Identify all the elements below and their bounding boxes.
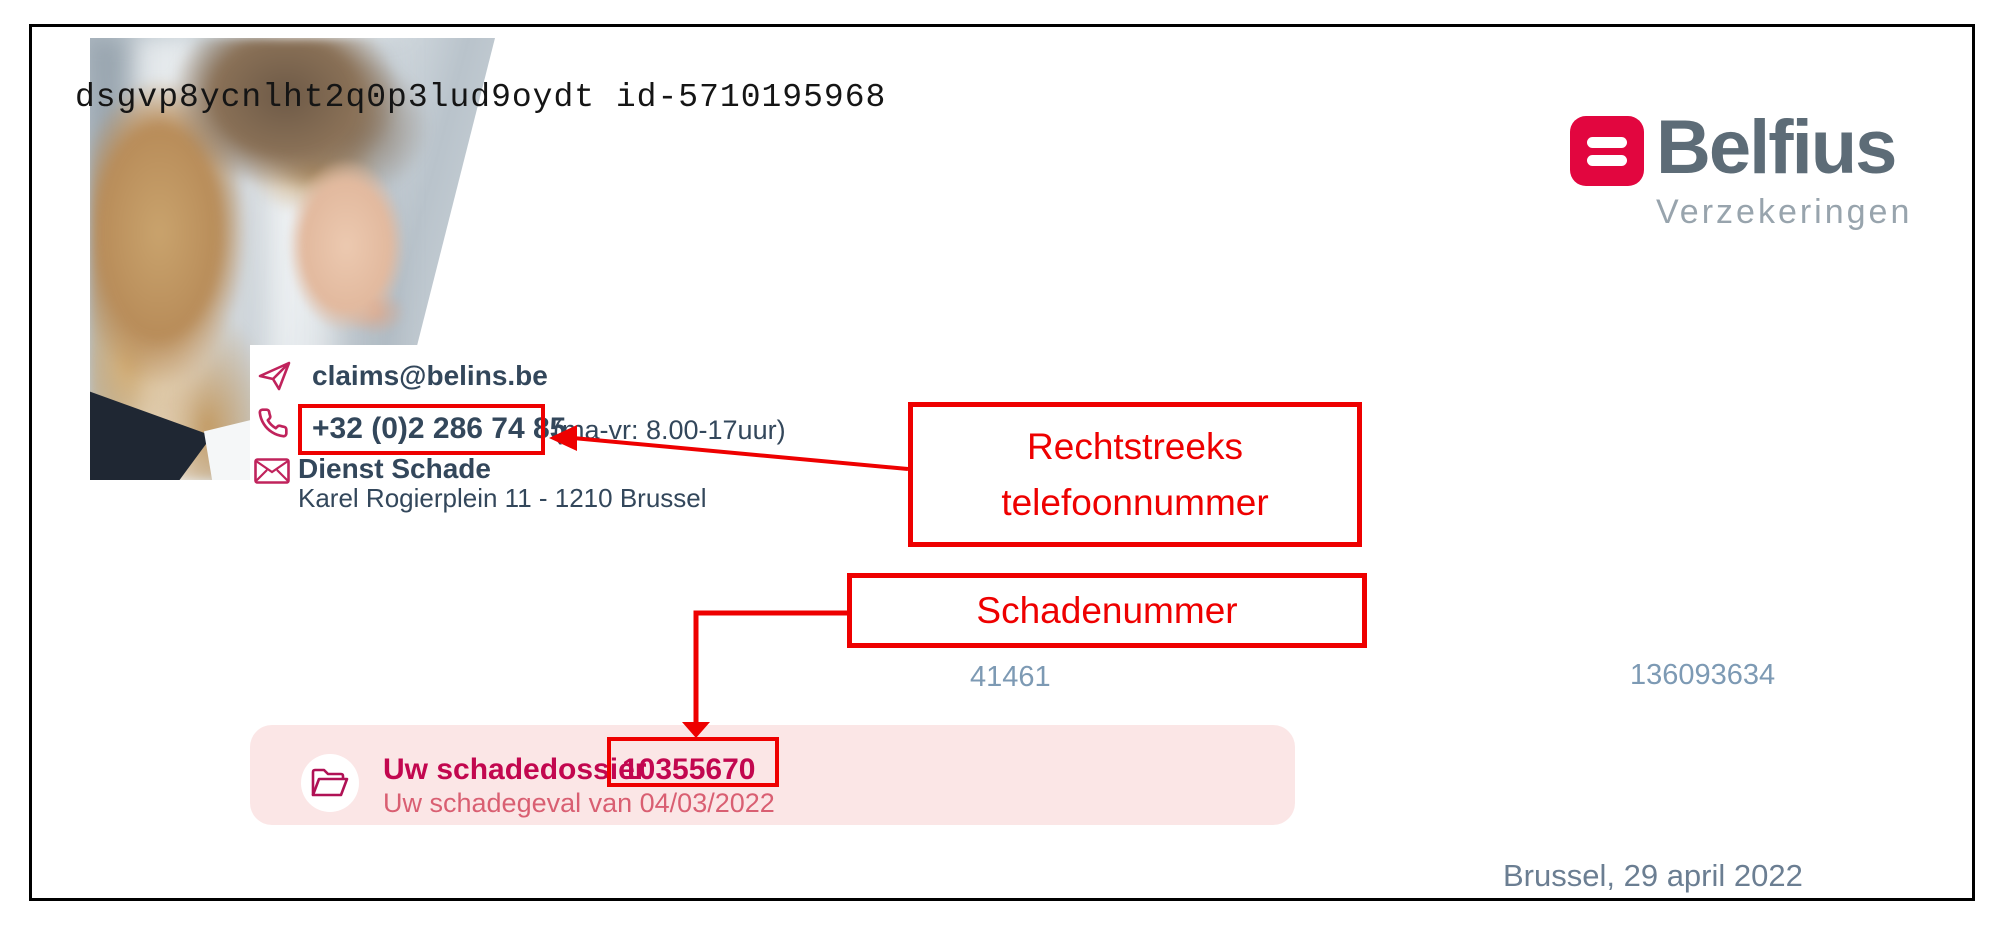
phone-icon: [258, 408, 288, 438]
belfius-logo-bar: [1587, 137, 1627, 148]
belfius-logo-icon: [1570, 116, 1644, 186]
callout-direct-phone-number: Rechtstreeks telefoonnummer: [908, 402, 1362, 547]
reference-number-left: 41461: [970, 661, 1051, 693]
folder-icon-circle: [301, 754, 359, 812]
contact-hours: (ma-vr: 8.00-17uur): [553, 415, 786, 445]
callout-claim-number: Schadenummer: [847, 573, 1367, 648]
claim-number-annotation-rectangle: [607, 737, 779, 787]
callout-direct-phone-label: Rechtstreeks telefoonnummer: [1001, 426, 1269, 523]
claim-dossier-box: Uw schadedossier 10355670 Uw schadegeval…: [250, 725, 1295, 825]
mail-icon: [254, 458, 290, 484]
brand-subname: Verzekeringen: [1656, 193, 1913, 231]
folder-icon: [311, 768, 349, 797]
contact-address: Karel Rogierplein 11 - 1210 Brussel: [298, 483, 707, 513]
tracking-code-text: dsgvp8ycnlht2q0p3lud9oydt id-5710195968: [75, 79, 887, 116]
contact-email: claims@belins.be: [312, 360, 548, 391]
callout-claim-label: Schadenummer: [976, 589, 1238, 631]
claim-dossier-number: 10355670: [622, 753, 756, 786]
send-icon: [258, 361, 291, 391]
claim-dossier-title: Uw schadedossier: [383, 753, 647, 786]
contact-info-panel: claims@belins.be +32 (0)2 286 74 85 (ma-…: [250, 345, 820, 517]
claim-dossier-subtitle: Uw schadegeval van 04/03/2022: [383, 788, 775, 818]
brand-name: Belfius: [1656, 105, 1897, 190]
phone-annotation-rectangle: [298, 404, 545, 455]
contact-phone: +32 (0)2 286 74 85: [312, 412, 567, 445]
letter-dateline: Brussel, 29 april 2022: [1503, 858, 1803, 893]
belfius-logo-bar: [1587, 155, 1627, 166]
reference-number-right: 136093634: [1630, 659, 1776, 691]
contact-department: Dienst Schade: [298, 453, 491, 484]
